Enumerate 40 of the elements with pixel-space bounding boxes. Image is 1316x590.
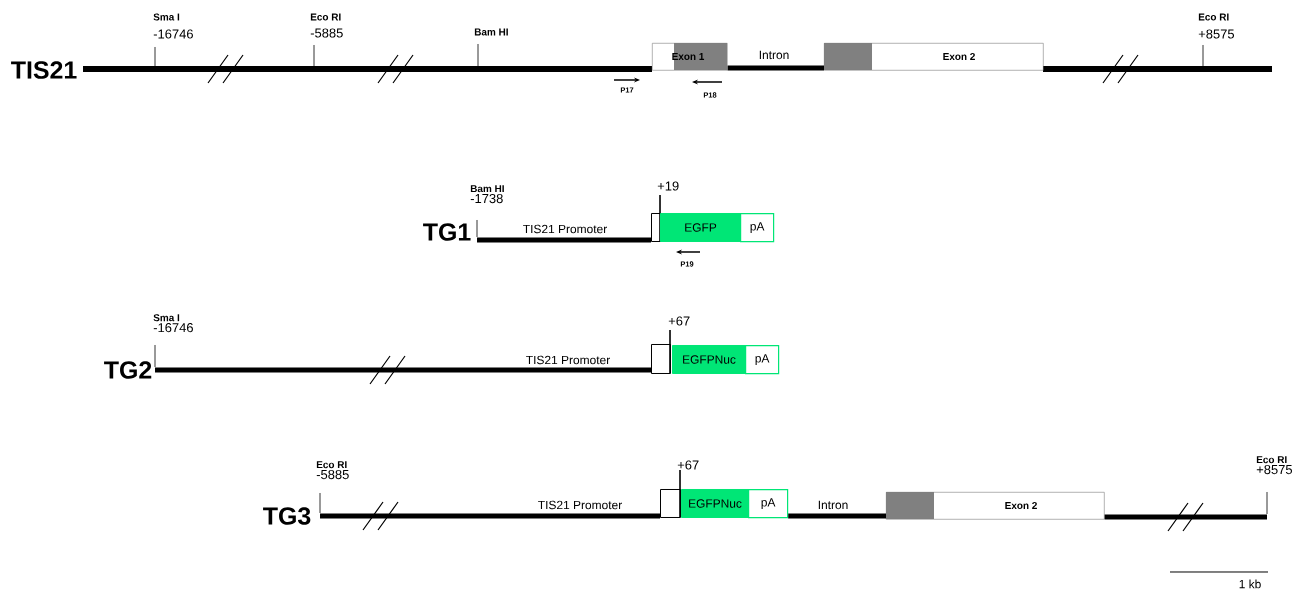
gene-line <box>155 367 651 373</box>
edge-label: Intron <box>816 499 850 511</box>
polya-box: pA <box>745 345 780 375</box>
position-label: -16746 <box>153 29 193 39</box>
polya-box: pA <box>748 489 789 519</box>
exon-box: Exon 2 <box>824 43 1044 71</box>
region-label: TIS21 Promoter <box>523 224 607 234</box>
position-label: +8575 <box>1198 29 1235 39</box>
site-label: Eco RI <box>310 13 341 21</box>
construct-name: TIS21 <box>11 61 77 79</box>
position-label: +19 <box>657 181 679 191</box>
gene-line <box>788 513 886 519</box>
restriction-site: Sma I -16746 <box>153 314 193 368</box>
region-label: TIS21 Promoter <box>526 355 610 365</box>
restriction-site: Bam HI -1738 <box>470 185 504 238</box>
reporter-box: EGFP <box>660 213 741 242</box>
reporter-box: EGFPNuc <box>681 489 749 518</box>
polya-box: pA <box>740 213 775 243</box>
gene-line <box>477 237 651 243</box>
position-label: -5885 <box>310 28 343 38</box>
gene-line <box>1104 514 1267 520</box>
construct-name: TG3 <box>263 507 311 525</box>
restriction-site: Eco RI +8575 <box>1256 456 1293 515</box>
site-label: Eco RI <box>1198 13 1229 21</box>
construct-name: TG1 <box>423 223 471 241</box>
position-label: +67 <box>677 460 699 470</box>
position-label: +67 <box>668 316 690 326</box>
exon-box <box>660 489 681 518</box>
gene-line <box>727 65 824 71</box>
site-label: Sma I <box>153 13 180 21</box>
site-label: Bam HI <box>474 28 508 36</box>
reporter-box: EGFPNuc <box>672 345 746 374</box>
scale-label: 1 kb <box>1239 579 1261 589</box>
construct-name: TG2 <box>104 361 152 379</box>
exon-box <box>651 344 671 374</box>
restriction-site: Eco RI -5885 <box>316 461 349 514</box>
region-label: TIS21 Promoter <box>538 500 622 510</box>
exon-box: Exon 2 <box>886 492 1105 520</box>
edge-label: Intron <box>757 49 791 61</box>
gene-line <box>320 513 660 519</box>
